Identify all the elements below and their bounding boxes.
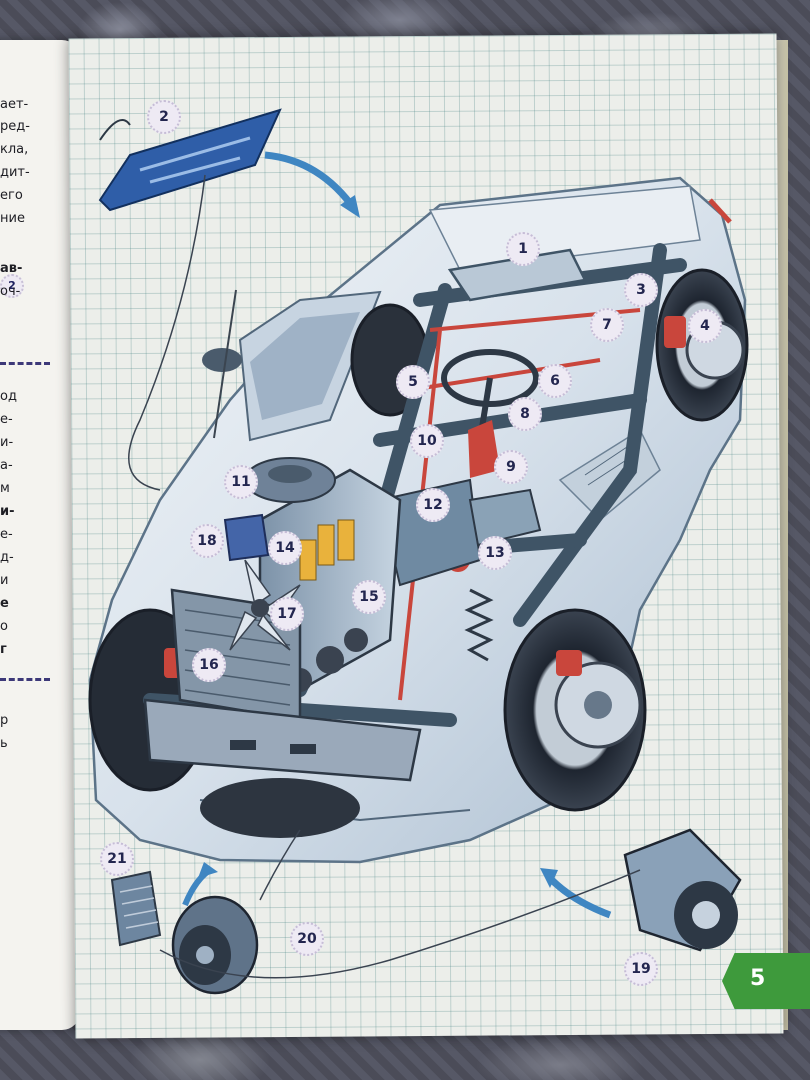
left-text-fragment: од — [0, 389, 17, 404]
side-mirror — [202, 348, 242, 372]
callout-13: 13 — [478, 536, 512, 570]
callout-4: 4 — [688, 309, 722, 343]
callout-10: 10 — [410, 424, 444, 458]
left-text-fragment: а- — [0, 458, 13, 473]
left-text-fragment: р — [0, 713, 9, 728]
callout-5: 5 — [396, 365, 430, 399]
left-text-fragment: г — [0, 642, 7, 657]
left-text-fragment: его — [0, 188, 23, 203]
left-text-fragment: оч- — [0, 284, 21, 299]
callout-15: 15 — [352, 580, 386, 614]
antenna — [213, 289, 237, 439]
left-text-fragment: е- — [0, 527, 13, 542]
left-text-fragment: и- — [0, 504, 15, 519]
left-text-fragment: ав- — [0, 261, 23, 276]
part-pad-2 — [98, 108, 282, 491]
dashed-divider — [0, 362, 50, 365]
part-generator-20 — [171, 895, 259, 995]
callout-7: 7 — [590, 308, 624, 342]
left-text-fragment: м — [0, 481, 10, 496]
left-text-fragment: и- — [0, 435, 14, 450]
arrow-left — [545, 873, 612, 919]
left-text-fragment: ает- — [0, 97, 29, 112]
part-heater-21 — [110, 870, 162, 947]
left-page: ает- ред- кла, дит- его ние 2 ав- оч- од… — [0, 40, 80, 1030]
left-text-fragment: дит- — [0, 165, 30, 180]
callout-12: 12 — [416, 488, 450, 522]
suspension-spring — [464, 588, 494, 662]
steering-wheel — [441, 349, 539, 407]
pedals — [468, 488, 542, 547]
callout-21: 21 — [100, 842, 134, 876]
callout-1: 1 — [506, 232, 540, 266]
left-text-fragment: е — [0, 596, 9, 611]
left-text-fragment: кла, — [0, 142, 29, 157]
callout-9: 9 — [494, 450, 528, 484]
callout-20: 20 — [290, 922, 324, 956]
callout-14: 14 — [268, 531, 302, 565]
dashed-divider — [0, 678, 50, 681]
callout-19: 19 — [624, 952, 658, 986]
front-bumper — [143, 698, 422, 782]
callout-17: 17 — [270, 597, 304, 631]
left-text-fragment: ред- — [0, 119, 30, 134]
battery — [223, 513, 270, 562]
left-text-fragment: е- — [0, 412, 13, 427]
left-text-fragment: ние — [0, 211, 25, 226]
part-motor-19 — [623, 828, 742, 952]
callout-18: 18 — [190, 524, 224, 558]
left-text-fragment: о — [0, 619, 8, 634]
callout-11: 11 — [224, 465, 258, 499]
left-text-fragment: и — [0, 573, 9, 588]
left-text-fragment: д- — [0, 550, 14, 565]
left-callout-badge: 2 — [0, 274, 24, 298]
callout-6: 6 — [538, 364, 572, 398]
callout-2: 2 — [147, 100, 181, 134]
arrow-to-car — [264, 151, 358, 213]
callout-16: 16 — [192, 648, 226, 682]
page-number-tab — [722, 953, 810, 1009]
left-text-fragment: ь — [0, 736, 8, 751]
page-number: 5 — [750, 966, 766, 991]
callout-8: 8 — [508, 397, 542, 431]
callout-3: 3 — [624, 273, 658, 307]
